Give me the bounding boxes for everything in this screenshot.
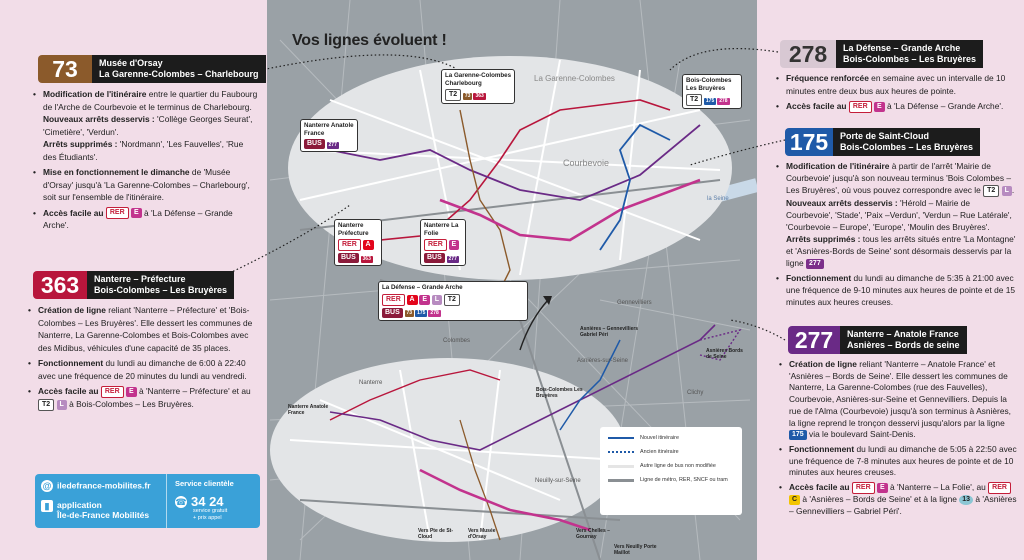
- place-colombes: Colombes: [443, 338, 471, 344]
- line-175-bullet-itinerary: Modification de l'itinéraire à partir de…: [776, 160, 1016, 269]
- legend-item-other: Autre ligne de bus non modifiée: [608, 463, 716, 469]
- rer-c-icon: C: [789, 494, 801, 505]
- tram-t2-icon: T2: [686, 94, 703, 106]
- tram-icon: T2: [983, 184, 1000, 197]
- place-clichy: Clichy: [687, 390, 704, 396]
- line-175-details: Modification de l'itinéraire à partir de…: [776, 160, 1016, 311]
- line-363-bullet-hours: Fonctionnement du lundi au dimanche de 6…: [28, 357, 258, 382]
- route-363-mini[interactable]: [329, 369, 501, 421]
- line-277-header: 277 Nanterre – Anatole France Asnières –…: [788, 326, 967, 354]
- phone-number[interactable]: ☎ 34 24: [175, 494, 224, 509]
- station-box-defense[interactable]: La Défense – Grande Arche RER A E L T2 B…: [378, 281, 528, 321]
- place-nanterre: Nanterre: [359, 380, 383, 386]
- place-seine: la Seine: [707, 196, 729, 202]
- tram-t2-icon: T2: [445, 89, 462, 101]
- station-asnieres-gp: Asnières – Gennevilliers Gabriel Péri: [580, 326, 639, 338]
- line-278-bullet-access: Accès facile au RER E à 'La Défense – Gr…: [776, 100, 1016, 113]
- map-title: Vos lignes évoluent !: [292, 32, 447, 49]
- line-363-details: Création de ligne reliant 'Nanterre – Pr…: [28, 304, 258, 414]
- place-asnieres: Asnières-sur-Seine: [577, 358, 629, 364]
- line-277-bullet-hours: Fonctionnement du lundi au dimanche de 5…: [779, 444, 1017, 479]
- route-175-mini[interactable]: [559, 339, 621, 431]
- metro-13-icon: 13: [959, 494, 974, 505]
- line-363-title: Nanterre – Préfecture Bois-Colombes – Le…: [87, 271, 235, 299]
- route-363[interactable]: [343, 99, 671, 261]
- at-icon: @: [41, 480, 53, 492]
- rer-e-icon: E: [130, 208, 142, 219]
- line-278-bullet-frequency: Fréquence renforcée en semaine avec un i…: [776, 72, 1016, 97]
- line-278-header: 278 La Défense – Grande Arche Bois-Colom…: [780, 40, 984, 68]
- place-gennevilliers: Gennevilliers: [617, 300, 652, 306]
- route-73[interactable]: [459, 109, 511, 291]
- customer-service: Service clientèle ☎ 34 24 service gratui…: [166, 474, 260, 528]
- legend-item-new: Nouvel itinéraire: [608, 435, 679, 441]
- station-neuilly: Vers Neuilly Porte Maillot: [614, 544, 657, 556]
- legend-item-rail: Ligne de métro, RER, SNCF ou tram: [608, 477, 733, 483]
- route-277-mini[interactable]: [329, 324, 716, 451]
- line-73-bullet-access: Accès facile au RER E à 'La Défense – Gr…: [33, 207, 258, 232]
- line-73-badge[interactable]: 73: [38, 55, 92, 83]
- line-73-bullet-itinerary: Modification de l'itinéraire entre le qu…: [33, 88, 258, 163]
- route-278-mini[interactable]: [419, 468, 591, 532]
- line-73-title: Musée d'Orsay La Garenne-Colombes – Char…: [92, 55, 266, 83]
- place-courbevoie: Courbevoie: [563, 158, 610, 168]
- line-277-bullet-creation: Création de ligne reliant 'Nanterre – An…: [779, 359, 1017, 441]
- smartphone-icon: ▮: [41, 500, 53, 512]
- line-363-bullet-access: Accès facile au RER E à 'Nanterre – Préf…: [28, 385, 258, 411]
- station-box-prefecture[interactable]: Nanterre Préfecture RER A BUS 363: [334, 219, 382, 266]
- map-legend: Nouvel itinéraire Ancien itinéraire Autr…: [600, 427, 742, 515]
- rer-e-icon: E: [448, 240, 460, 250]
- rer-a-icon: A: [362, 240, 374, 250]
- line-73-header: 73 Musée d'Orsay La Garenne-Colombes – C…: [38, 55, 266, 83]
- phone-icon: ☎: [175, 495, 187, 508]
- line-363-header: 363 Nanterre – Préfecture Bois-Colombes …: [33, 271, 235, 299]
- line-277-bullet-access: Accès facile au RER E à 'Nanterre – La F…: [779, 482, 1017, 517]
- website-link[interactable]: @iledefrance-mobilites.fr: [41, 480, 151, 492]
- route-73-mini[interactable]: [459, 419, 501, 541]
- line-363-badge[interactable]: 363: [33, 271, 87, 299]
- zoom-arrow-head: [543, 296, 552, 305]
- route-278[interactable]: [439, 178, 701, 242]
- zoom-arrow: [519, 299, 549, 351]
- line-73-details: Modification de l'itinéraire entre le qu…: [33, 88, 258, 235]
- station-bois-colombes-mini: Bois-Colombes Les Bruyères: [536, 387, 583, 399]
- line-175-title: Porte de Saint-Cloud Bois-Colombes – Les…: [833, 128, 981, 156]
- map-svg: [269, 0, 757, 560]
- station-pte-st-cloud: Vers Pte de St-Cloud: [418, 528, 454, 540]
- line-278-details: Fréquence renforcée en semaine avec un i…: [776, 72, 1016, 116]
- route-175[interactable]: [599, 123, 671, 251]
- station-asnieres-bds: Asnières Bords de Seine: [706, 348, 743, 360]
- tram-icon: T2: [38, 398, 55, 411]
- line-175-badge[interactable]: 175: [785, 128, 833, 156]
- line-277-details: Création de ligne reliant 'Nanterre – An…: [779, 359, 1017, 520]
- line-363-bullet-creation: Création de ligne reliant 'Nanterre – Pr…: [28, 304, 258, 354]
- station-musee-orsay: Vers Musée d'Orsay: [468, 528, 496, 540]
- line-278-badge[interactable]: 278: [780, 40, 836, 68]
- place-garenne-colombes: La Garenne-Colombes: [534, 74, 615, 83]
- route-277-term: [699, 328, 742, 361]
- line-73-bullet-sunday: Mise en fonctionnement le dimanche de 'M…: [33, 166, 258, 204]
- line-277-title: Nanterre – Anatole France Asnières – Bor…: [840, 326, 967, 354]
- station-anatole-mini: Nanterre Anatole France: [288, 404, 329, 416]
- line-175-bullet-hours: Fonctionnement du lundi au dimanche de 5…: [776, 272, 1016, 308]
- line-278-title: La Défense – Grande Arche Bois-Colombes …: [836, 40, 984, 68]
- station-chelles: Vers Chelles – Gournay: [576, 528, 610, 540]
- legend-item-old: Ancien itinéraire: [608, 449, 679, 455]
- line-175-header: 175 Porte de Saint-Cloud Bois-Colombes –…: [785, 128, 981, 156]
- station-box-la-folie[interactable]: Nanterre La Folie RER E BUS 277: [420, 219, 466, 266]
- station-box-anatole-france[interactable]: Nanterre Anatole France BUS 277: [300, 119, 358, 152]
- line-277-badge[interactable]: 277: [788, 326, 840, 354]
- place-neuilly: Neuilly-sur-Seine: [535, 478, 581, 484]
